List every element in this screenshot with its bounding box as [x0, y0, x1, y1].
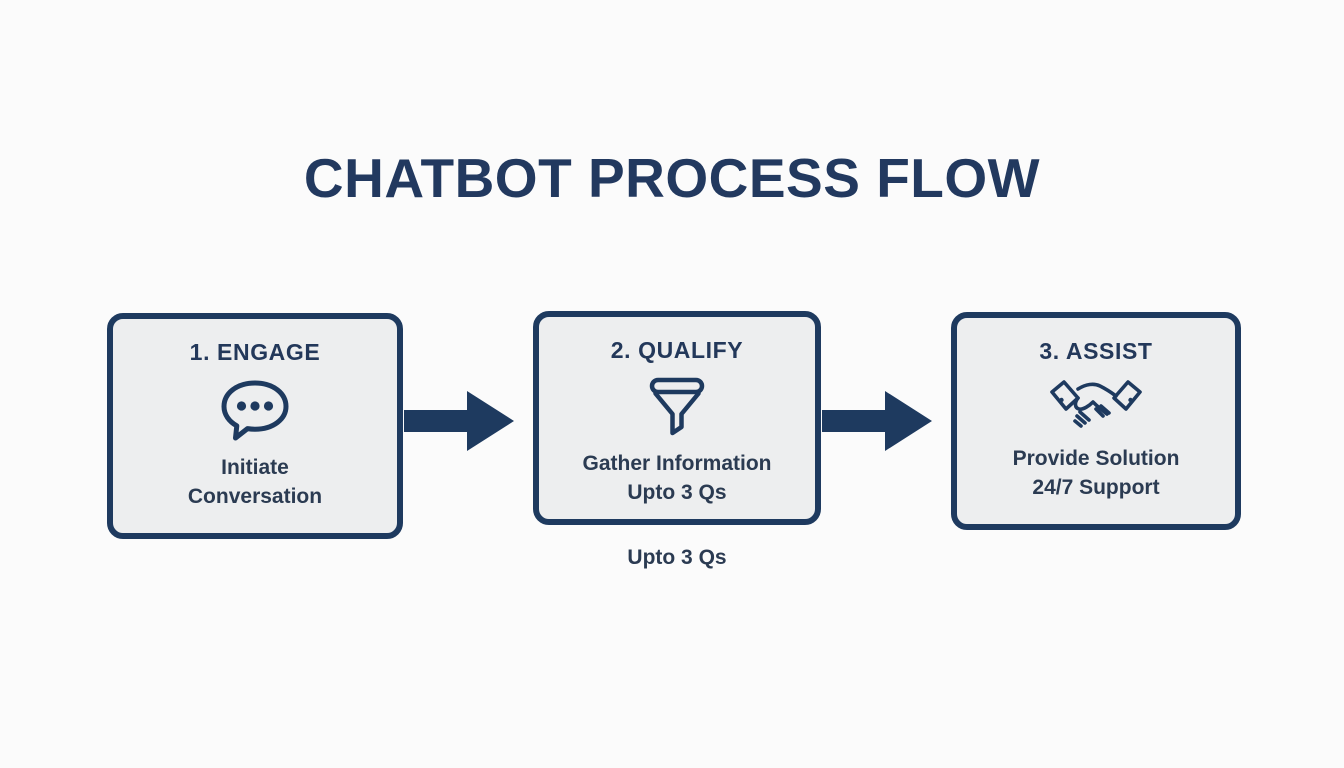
step-box-engage[interactable]: 1. ENGAGE Initiate Conversation: [107, 313, 403, 539]
step-header-engage: 1. ENGAGE: [189, 339, 321, 365]
step-lines-qualify: Gather Information Upto 3 Qs: [582, 450, 771, 508]
step-line: Gather Information: [582, 452, 772, 475]
step-line: Provide Solution: [1012, 447, 1180, 470]
arrow-step1-to-step2: [404, 383, 516, 459]
step-header-qualify: 2. QUALIFY: [610, 337, 744, 363]
step-lines-engage: Initiate Conversation: [188, 454, 322, 512]
step-line: 24/7 Support: [1032, 475, 1160, 499]
step-header-assist: 3. ASSIST: [1039, 338, 1153, 364]
arrow-step2-to-step3: [822, 383, 934, 459]
page-title: CHATBOT PROCESS FLOW: [303, 147, 1041, 209]
step-lines-assist: Provide Solution 24/7 Support: [1013, 445, 1180, 503]
handshake-icon: [1048, 375, 1144, 433]
qualify-caption: Upto 3 Qs: [627, 546, 727, 569]
step-line: Initiate: [221, 456, 289, 479]
step-line: Upto 3 Qs: [627, 480, 727, 504]
step-box-assist[interactable]: 3. ASSIST: [951, 312, 1241, 530]
funnel-icon: [642, 376, 712, 438]
speech-bubble-dots-icon: [218, 378, 292, 444]
step-line: Conversation: [187, 484, 323, 508]
step-box-qualify[interactable]: 2. QUALIFY Gather Information Upto 3 Qs: [533, 311, 821, 525]
